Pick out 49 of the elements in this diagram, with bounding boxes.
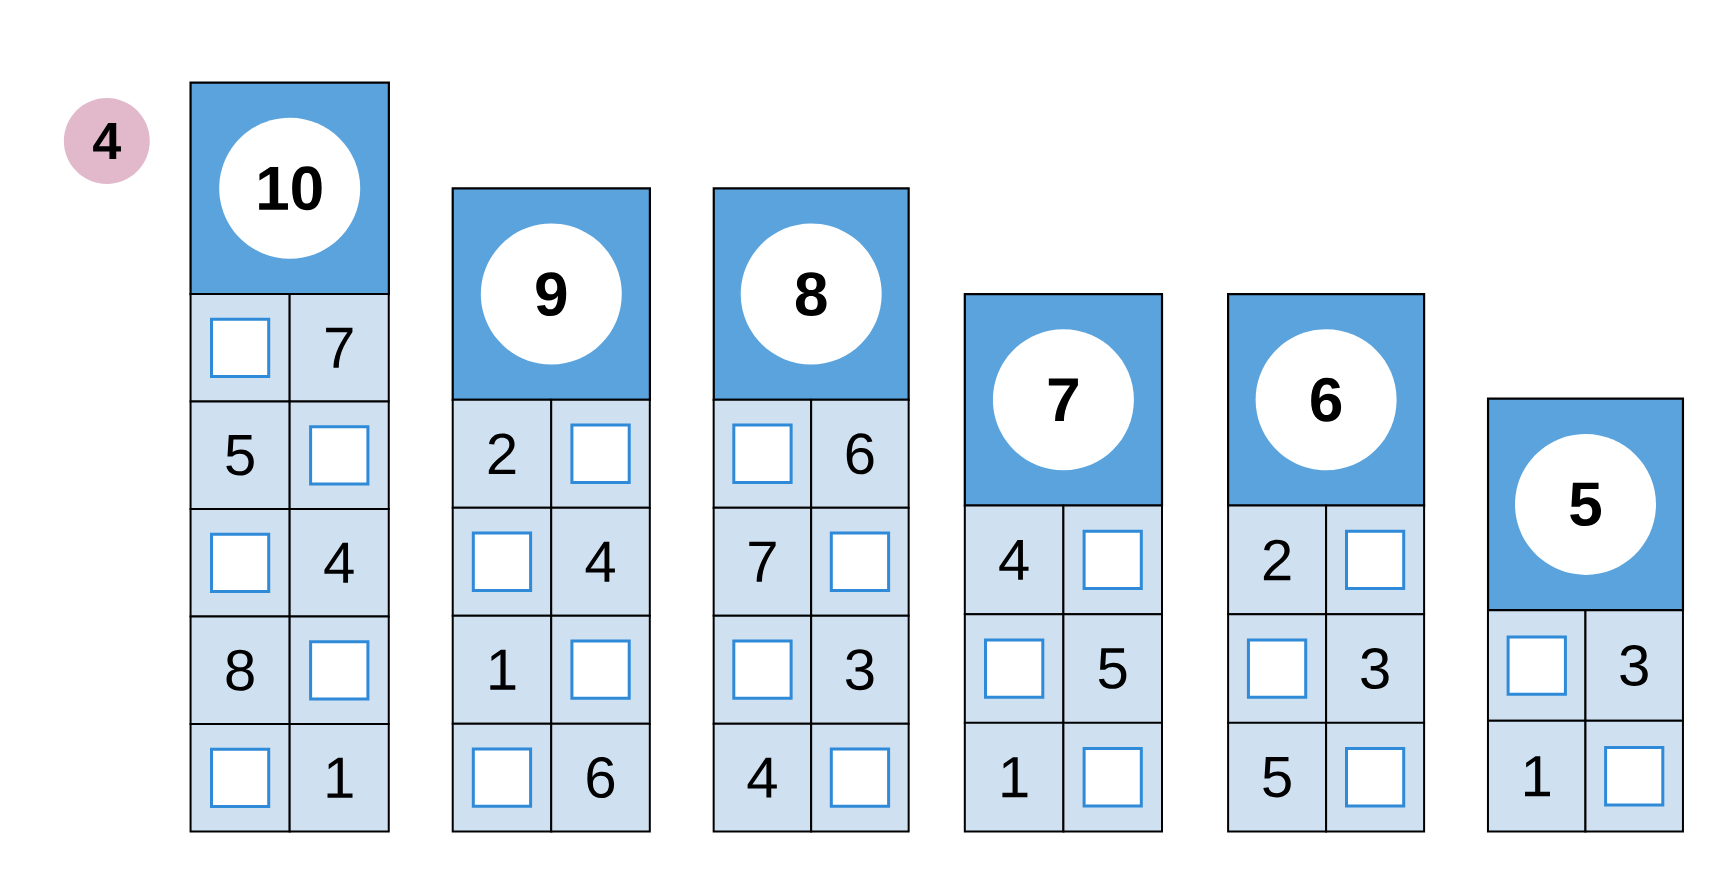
answer-cell: [1062, 721, 1163, 833]
answer-cell: [810, 506, 910, 617]
answer-cell: [712, 398, 813, 509]
answer-cell: [189, 293, 291, 403]
roof-box: 5: [1486, 397, 1685, 612]
number-cell: 4: [963, 504, 1065, 616]
roof-box: 8: [712, 187, 910, 401]
answer-cell: [189, 508, 291, 618]
number-cell: 6: [550, 722, 651, 833]
number-cell: 4: [288, 508, 390, 618]
answer-cell: [288, 615, 390, 726]
answer-cell: [550, 614, 651, 725]
number-cell: 2: [451, 398, 553, 509]
answer-cell: [963, 613, 1065, 724]
number-cell: 3: [1325, 613, 1426, 724]
number-cell: 4: [550, 506, 651, 617]
answer-cell: [1325, 721, 1426, 833]
number-cell: 3: [1584, 609, 1684, 722]
answer-cell: [288, 400, 390, 511]
number-cell: 5: [1062, 613, 1163, 724]
roof-box: 7: [963, 292, 1164, 507]
answer-cell: [550, 398, 651, 509]
number-cell: 2: [1227, 504, 1328, 616]
answer-cell: [712, 614, 813, 725]
answer-cell: [1325, 504, 1426, 616]
roof-box: 10: [189, 81, 390, 296]
answer-cell: [1062, 504, 1163, 616]
answer-cell: [1584, 719, 1684, 833]
roof-box: 6: [1227, 292, 1426, 507]
number-cell: 7: [712, 506, 813, 617]
number-cell: 3: [810, 614, 910, 725]
answer-cell: [189, 723, 291, 833]
answer-cell: [1227, 613, 1328, 724]
number-cell: 1: [288, 723, 390, 833]
answer-cell: [451, 722, 553, 833]
number-cell: 7: [288, 293, 390, 403]
number-cell: 6: [810, 398, 910, 509]
number-cell: 8: [189, 615, 291, 726]
number-cell: 5: [189, 400, 291, 511]
number-cell: 4: [712, 722, 813, 833]
answer-cell: [810, 722, 910, 833]
number-cell: 1: [963, 721, 1065, 833]
number-cell: 1: [1486, 719, 1587, 833]
number-cell: 1: [451, 614, 553, 725]
exercise-number: 4: [63, 98, 150, 184]
answer-cell: [451, 506, 553, 617]
answer-cell: [1486, 609, 1587, 722]
roof-box: 9: [451, 187, 651, 401]
number-cell: 5: [1227, 721, 1328, 833]
